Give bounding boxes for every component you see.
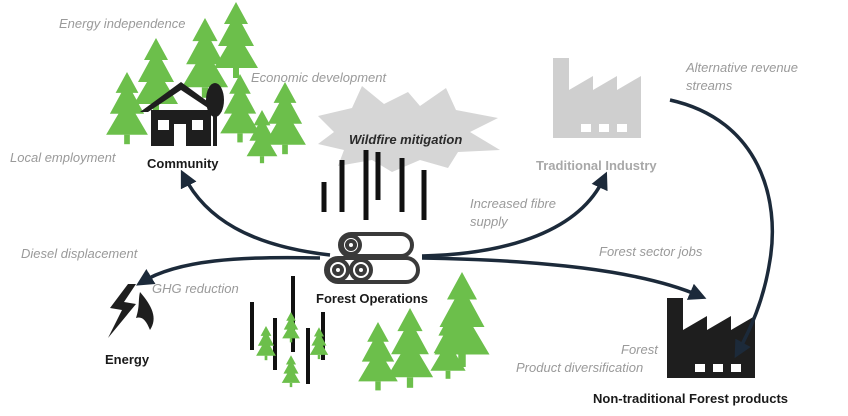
arrow-traditional-to-non-traditional <box>669 98 775 359</box>
label-local-employment: Local employment <box>10 150 116 165</box>
node-energy: Energy <box>105 352 150 367</box>
node-community: Community <box>147 156 219 171</box>
label-economic-development: Economic development <box>251 70 387 85</box>
flow-arrows <box>136 98 775 359</box>
label-increased-fibre-1: Increased fibre <box>470 196 556 211</box>
burnt-trunks <box>321 150 427 220</box>
log-pile-icon <box>324 232 420 284</box>
label-energy-independence: Energy independence <box>59 16 186 31</box>
node-forest-operations: Forest Operations <box>316 291 428 306</box>
house-icon <box>140 82 224 146</box>
label-alternative-revenue-1: Alternative revenue <box>686 60 799 75</box>
node-non-traditional-forest-products: Non-traditional Forest products <box>593 391 788 406</box>
label-ghg-reduction: GHG reduction <box>152 281 239 296</box>
wildfire-burst-shape <box>318 86 500 172</box>
regeneration-trunks <box>250 276 325 384</box>
label-forest-sector-jobs: Forest sector jobs <box>599 244 703 259</box>
label-alternative-revenue-2: streams <box>686 78 733 93</box>
arrow-to-community <box>180 169 331 257</box>
arrow-to-non-traditional <box>421 256 707 300</box>
label-product-diversification-2: Product diversification <box>516 360 644 375</box>
traditional-factory-icon <box>553 58 641 138</box>
forest-trees <box>358 272 490 391</box>
label-diesel-displacement: Diesel displacement <box>21 246 138 261</box>
label-increased-fibre-2: supply <box>470 214 508 229</box>
energy-fire-icon <box>108 284 154 338</box>
label-wildfire-mitigation: Wildfire mitigation <box>349 132 463 147</box>
arrow-to-energy <box>136 255 321 286</box>
label-product-diversification-1: Forest <box>621 342 658 357</box>
non-traditional-factory-icon <box>667 298 755 378</box>
node-traditional-industry: Traditional Industry <box>536 158 657 173</box>
arrow-to-traditional-industry <box>421 171 608 258</box>
